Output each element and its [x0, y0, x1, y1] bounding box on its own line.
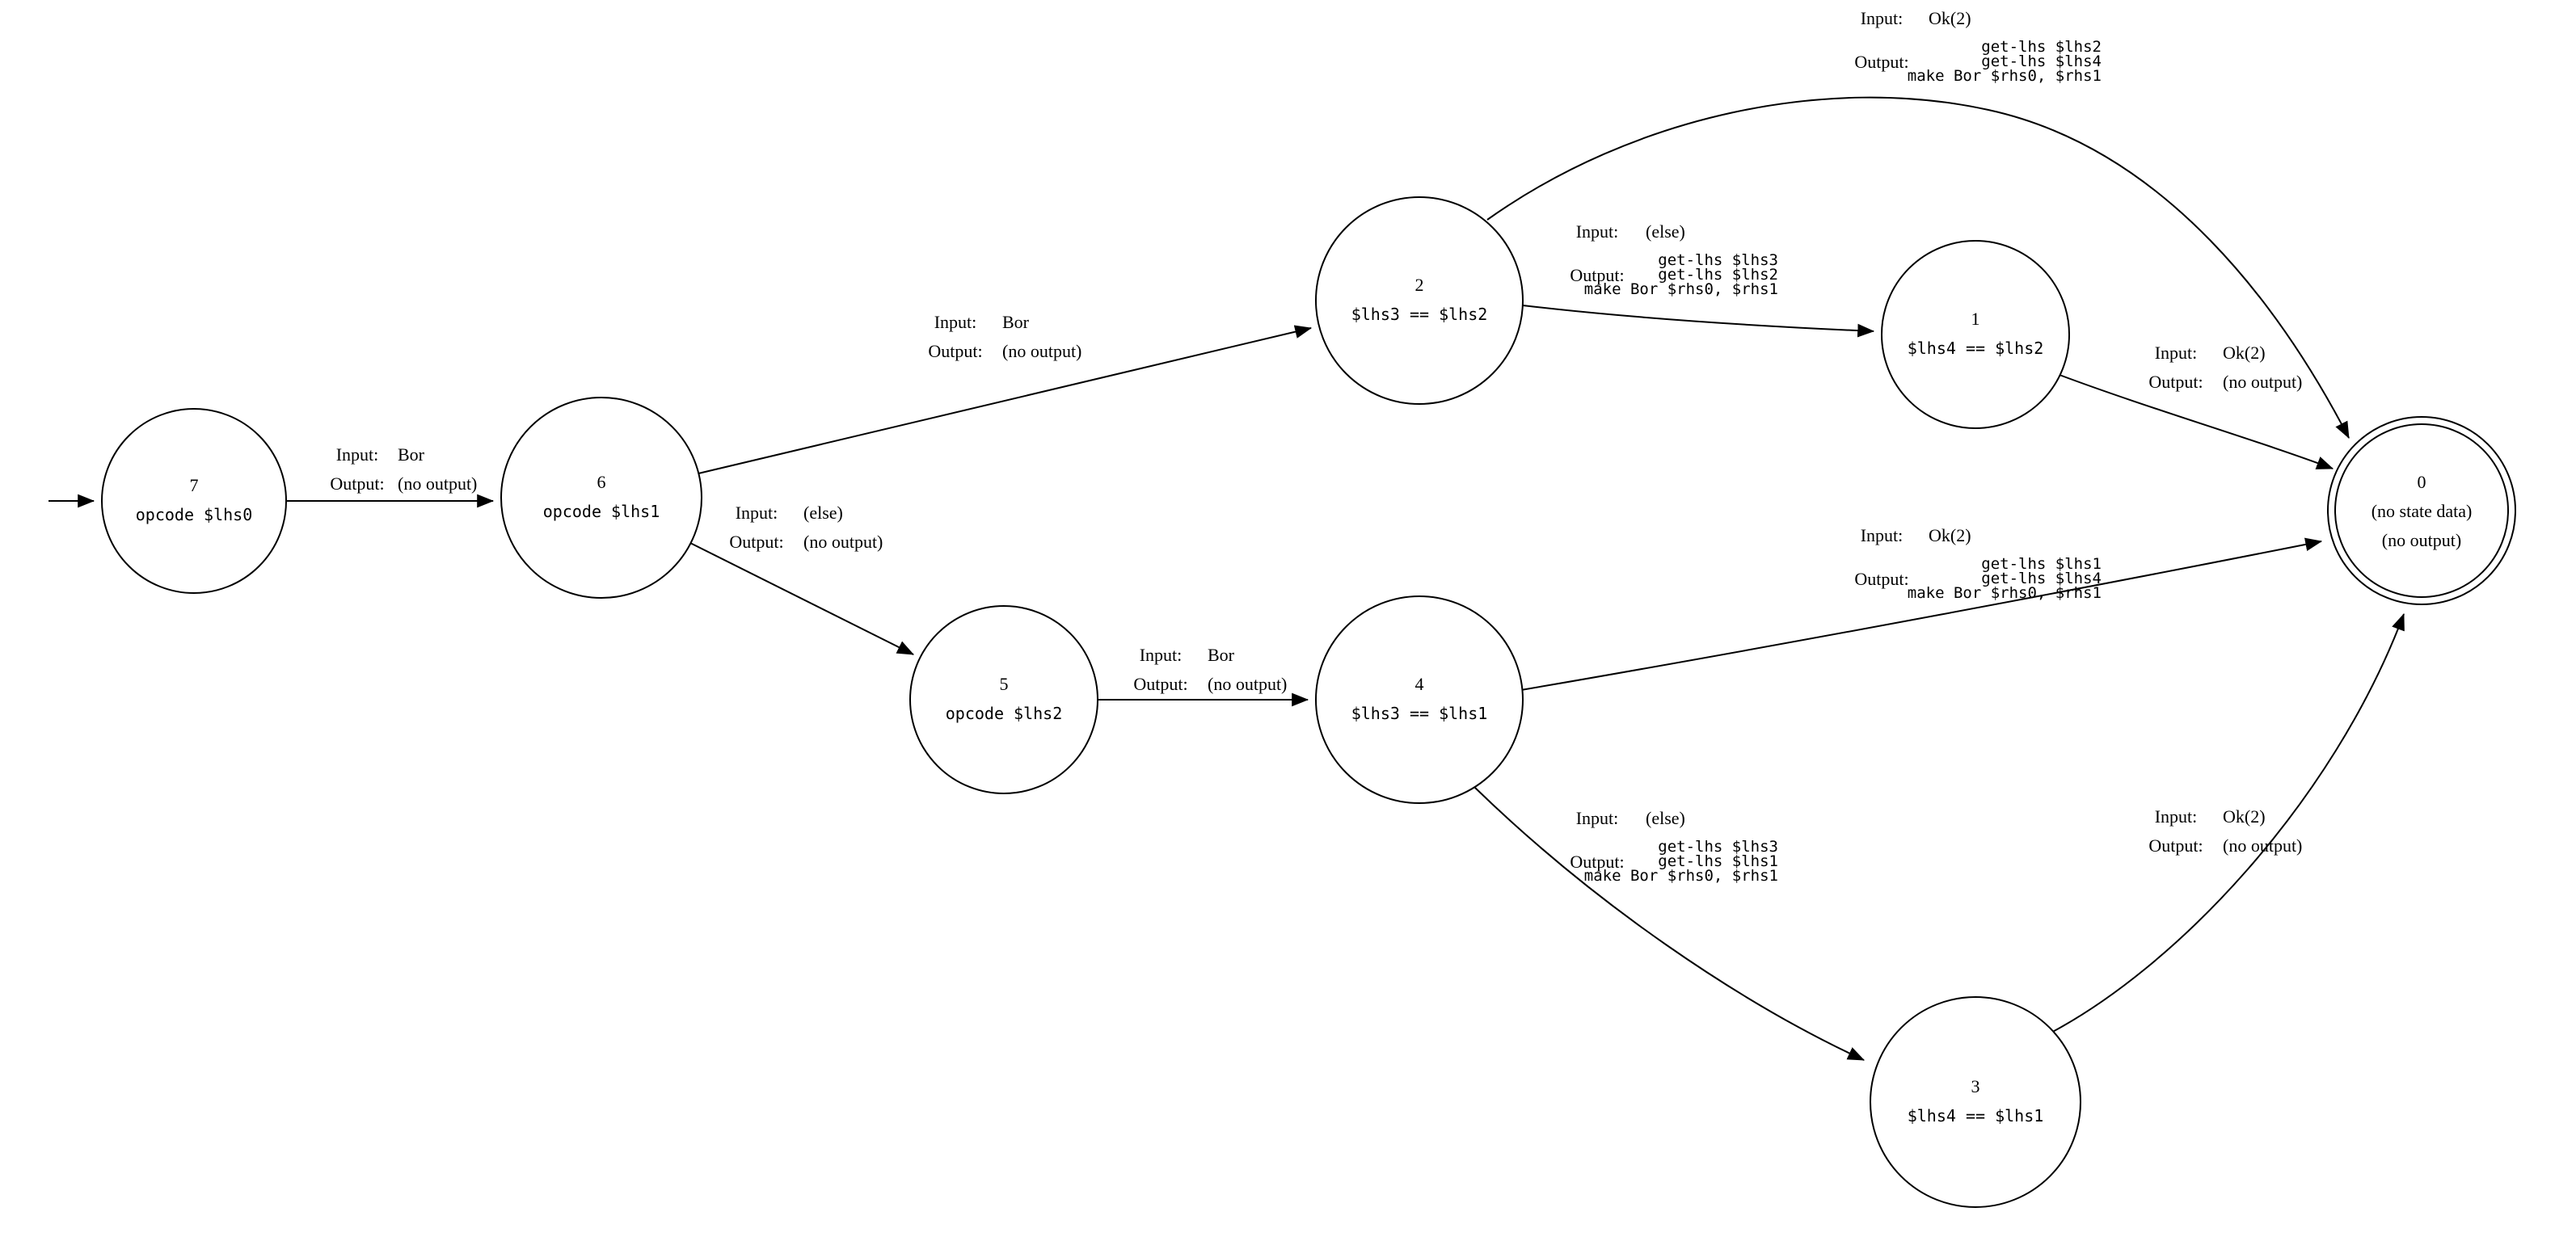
output-key: Output:	[2148, 372, 2203, 392]
output-line: make Bor $rhs0, $rhs1	[1908, 67, 2102, 85]
edge-label-2-to-1: Input: (else) Output: get-lhs $lhs3 get-…	[1570, 221, 1778, 298]
input-key: Input:	[336, 444, 379, 465]
node-3: 3 $lhs4 == $lhs1	[1870, 996, 2081, 1208]
node-6: 6 opcode $lhs1	[500, 397, 702, 599]
output-key: Output:	[928, 341, 982, 361]
output-line: get-lhs $lhs1	[1981, 555, 2102, 573]
node-0-number: 0	[2418, 472, 2426, 492]
edge-label-4-to-0: Input: Ok(2) Output: get-lhs $lhs1 get-l…	[1854, 525, 2102, 602]
output-line: make Bor $rhs0, $rhs1	[1584, 280, 1778, 298]
output-key: Output:	[1854, 52, 1908, 72]
input-value: (else)	[1646, 808, 1685, 828]
output-value: (no output)	[2223, 372, 2302, 392]
input-key: Input:	[1140, 645, 1183, 665]
node-6-code: opcode $lhs1	[543, 502, 660, 521]
output-key: Output:	[1570, 852, 1624, 872]
output-line: make Bor $rhs0, $rhs1	[1584, 867, 1778, 885]
node-4-code: $lhs3 == $lhs1	[1351, 704, 1488, 723]
edge-6-to-5	[689, 542, 914, 655]
node-5-number: 5	[1000, 674, 1009, 694]
node-5: 5 opcode $lhs2	[909, 605, 1098, 794]
output-key: Output:	[1854, 569, 1908, 589]
edge-label-3-to-0: Input: Ok(2) Output: (no output)	[2148, 806, 2302, 856]
output-line: get-lhs $lhs4	[1981, 570, 2102, 587]
edge-4-to-0	[1520, 537, 2323, 691]
edge-label-2-to-0: Input: Ok(2) Output: get-lhs $lhs2 get-l…	[1854, 8, 2102, 85]
node-0-inner-circle	[2334, 423, 2509, 598]
input-value: (else)	[803, 503, 843, 523]
input-key: Input:	[1576, 808, 1619, 828]
edge-1-to-0	[2059, 374, 2334, 469]
node-7-circle	[101, 408, 287, 594]
input-value: (else)	[1646, 221, 1685, 242]
node-5-code: opcode $lhs2	[946, 704, 1063, 723]
node-7-number: 7	[190, 475, 199, 495]
output-line: make Bor $rhs0, $rhs1	[1908, 584, 2102, 602]
node-7-code: opcode $lhs0	[136, 505, 253, 524]
input-key: Input:	[1861, 525, 1904, 545]
edge-4-to-3	[1474, 786, 1865, 1061]
output-value: (no output)	[1208, 674, 1287, 694]
node-0-accepting: 0 (no state data) (no output)	[2327, 416, 2516, 605]
node-1-circle	[1881, 240, 2070, 429]
input-value: Ok(2)	[1929, 8, 1971, 28]
node-1: 1 $lhs4 == $lhs2	[1881, 240, 2070, 429]
output-value: (no output)	[2223, 835, 2302, 856]
node-0-output: (no output)	[2382, 530, 2461, 550]
node-1-code: $lhs4 == $lhs2	[1908, 339, 2044, 358]
node-7: 7 opcode $lhs0	[101, 408, 287, 594]
node-1-number: 1	[1971, 309, 1980, 329]
input-value: Ok(2)	[2223, 343, 2266, 363]
edge-label-1-to-0: Input: Ok(2) Output: (no output)	[2148, 343, 2302, 392]
output-value: (no output)	[1002, 341, 1081, 361]
input-value: Bor	[1208, 645, 1235, 665]
node-3-number: 3	[1971, 1076, 1980, 1096]
node-4-circle	[1315, 595, 1524, 804]
output-line: get-lhs $lhs4	[1981, 53, 2102, 70]
output-key: Output:	[1570, 265, 1624, 285]
node-2: 2 $lhs3 == $lhs2	[1315, 196, 1524, 405]
output-line: get-lhs $lhs3	[1658, 838, 1778, 856]
edge-2-to-0	[1486, 96, 2350, 439]
input-key: Input:	[934, 312, 977, 332]
input-key: Input:	[2155, 806, 2198, 827]
edge-label-6-to-5: Input: (else) Output: (no output)	[729, 503, 883, 552]
node-3-code: $lhs4 == $lhs1	[1908, 1106, 2044, 1126]
input-value: Ok(2)	[1929, 525, 1971, 545]
input-key: Input:	[736, 503, 778, 523]
input-key: Input:	[2155, 343, 2198, 363]
output-key: Output:	[1133, 674, 1187, 694]
edge-label-4-to-3: Input: (else) Output: get-lhs $lhs3 get-…	[1570, 808, 1778, 885]
output-key: Output:	[2148, 835, 2203, 856]
input-value: Ok(2)	[2223, 806, 2266, 827]
node-4-number: 4	[1415, 674, 1424, 694]
edge-label-7-to-6: Input: Bor Output: (no output)	[330, 444, 477, 494]
node-0-state-data: (no state data)	[2372, 501, 2473, 521]
output-line: get-lhs $lhs2	[1981, 38, 2102, 56]
output-value: (no output)	[803, 532, 883, 552]
edge-label-5-to-4: Input: Bor Output: (no output)	[1133, 645, 1287, 694]
input-value: Bor	[398, 444, 425, 465]
output-line: get-lhs $lhs1	[1658, 852, 1778, 870]
input-key: Input:	[1861, 8, 1904, 28]
node-6-number: 6	[597, 472, 606, 492]
output-line: get-lhs $lhs3	[1658, 251, 1778, 269]
output-key: Output:	[729, 532, 783, 552]
edge-2-to-1	[1522, 305, 1875, 338]
edge-label-6-to-2: Input: Bor Output: (no output)	[928, 312, 1081, 361]
node-5-circle	[909, 605, 1098, 794]
edge-3-to-0	[2044, 612, 2405, 1037]
output-line: get-lhs $lhs2	[1658, 266, 1778, 284]
input-key: Input:	[1576, 221, 1619, 242]
node-6-circle	[500, 397, 702, 599]
node-2-number: 2	[1415, 275, 1424, 295]
output-value: (no output)	[398, 473, 477, 494]
node-3-circle	[1870, 996, 2081, 1208]
node-4: 4 $lhs3 == $lhs1	[1315, 595, 1524, 804]
input-value: Bor	[1002, 312, 1030, 332]
node-2-code: $lhs3 == $lhs2	[1351, 305, 1488, 324]
edge-6-to-2	[698, 325, 1313, 474]
node-2-circle	[1315, 196, 1524, 405]
output-key: Output:	[330, 473, 384, 494]
